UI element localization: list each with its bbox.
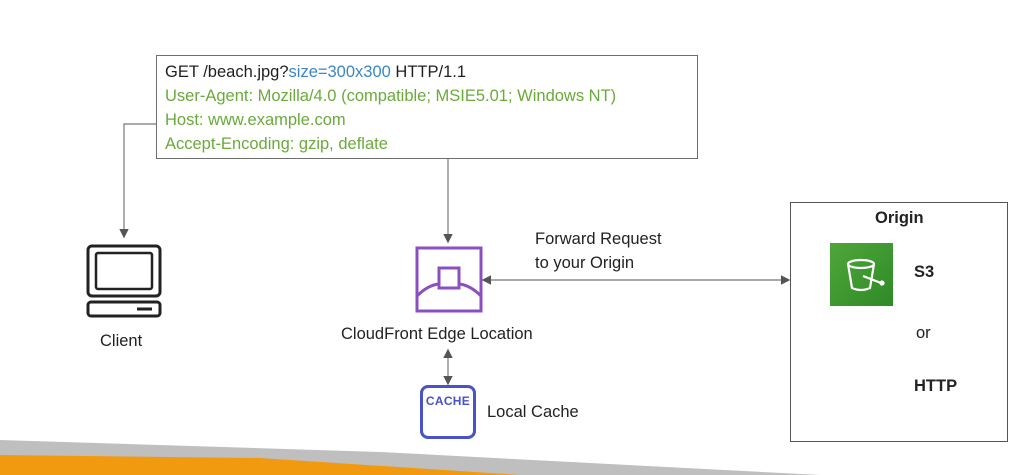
edge-location-label: CloudFront Edge Location <box>341 325 533 343</box>
request-accept-encoding: Accept-Encoding: gzip, deflate <box>165 135 388 153</box>
request-query-param: size=300x300 <box>288 63 391 81</box>
origin-title: Origin <box>875 209 924 227</box>
local-cache-label: Local Cache <box>487 403 579 421</box>
client-computer-icon <box>86 244 162 318</box>
request-method-path: GET /beach.jpg? <box>165 63 289 81</box>
http-request-box: GET /beach.jpg?size=300x300 HTTP/1.1 Use… <box>156 55 698 159</box>
footer-orange-band <box>0 455 520 475</box>
request-line: GET /beach.jpg?size=300x300 HTTP/1.1 <box>165 60 697 84</box>
or-label: or <box>916 324 931 342</box>
http-label: HTTP <box>914 377 958 395</box>
request-protocol: HTTP/1.1 <box>390 63 467 81</box>
cloudfront-edge-icon <box>415 246 483 313</box>
s3-bucket-icon <box>830 243 893 306</box>
s3-label: S3 <box>914 263 935 281</box>
forward-request-label: Forward Request to your Origin <box>535 227 662 275</box>
bucket-icon <box>846 258 885 292</box>
origin-box <box>790 202 1008 442</box>
connector-request-to-client <box>119 123 156 239</box>
forward-request-line2: to your Origin <box>535 254 635 272</box>
request-host: Host: www.example.com <box>165 111 346 129</box>
cache-icon: CACHE <box>420 385 476 439</box>
forward-request-line1: Forward Request <box>535 230 662 248</box>
client-label: Client <box>100 332 143 350</box>
request-user-agent: User-Agent: Mozilla/4.0 (compatible; MSI… <box>165 87 617 105</box>
